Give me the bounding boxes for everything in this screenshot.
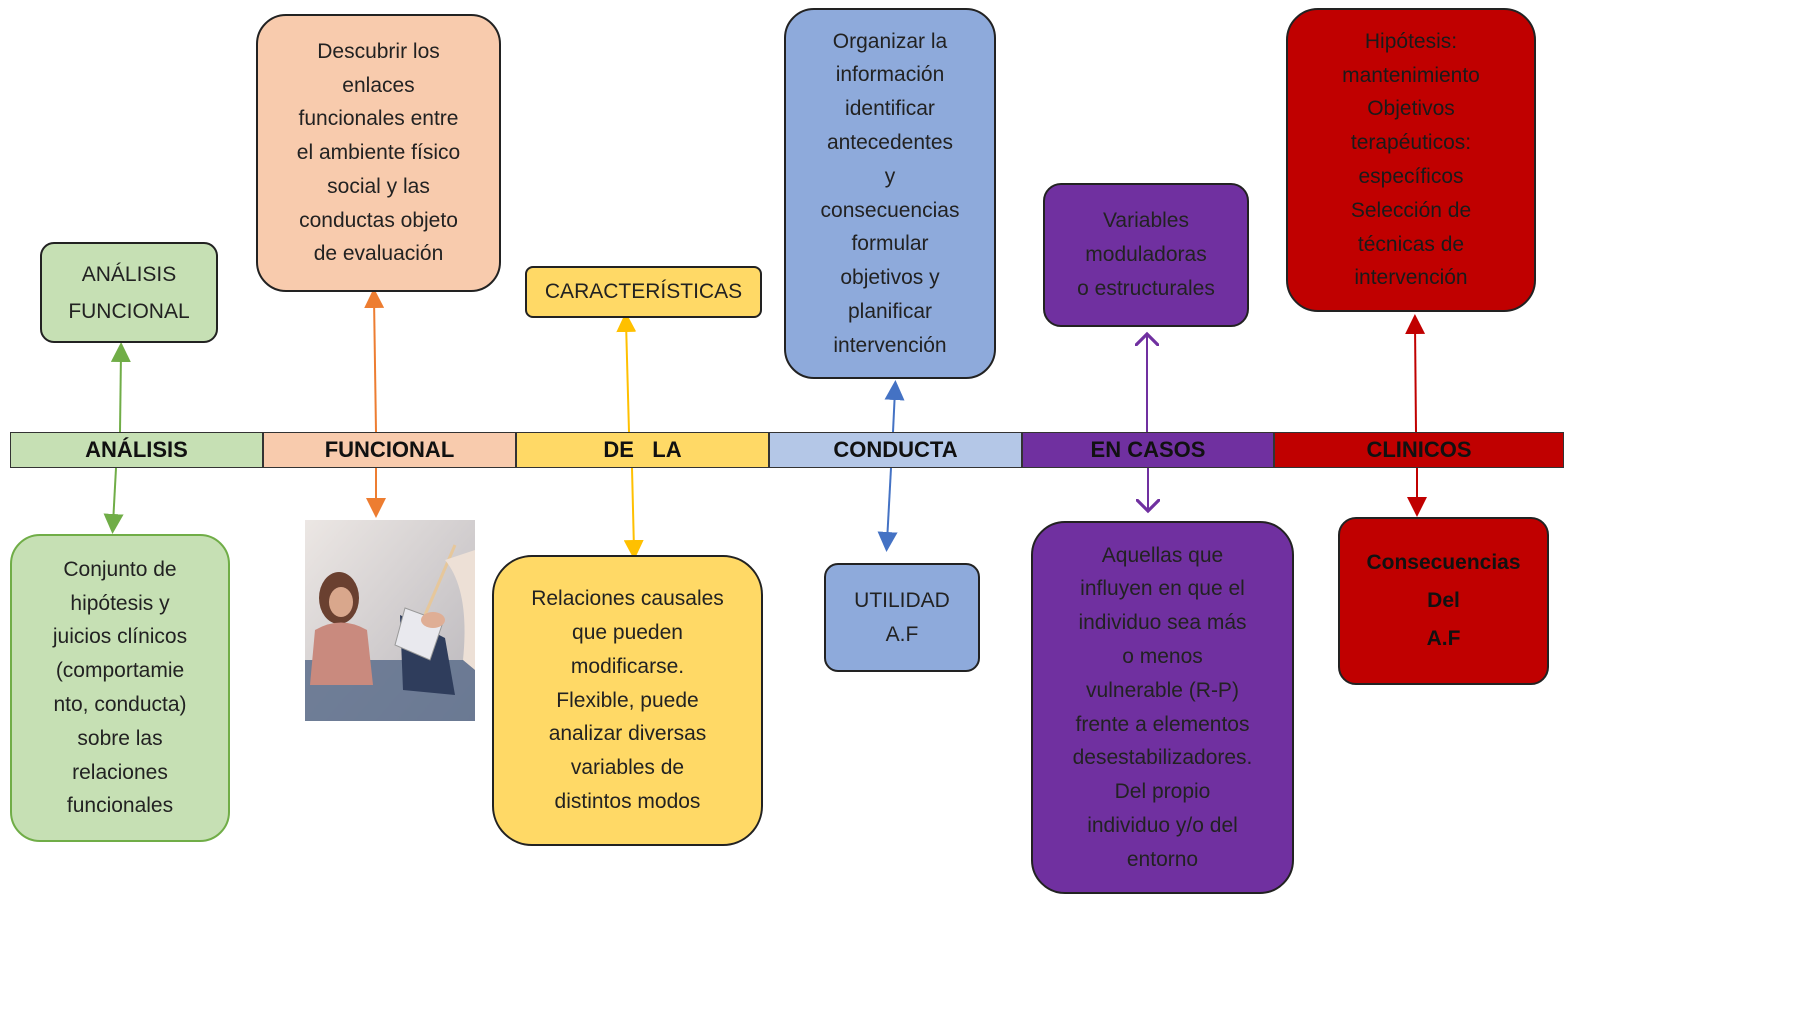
arrow-funcional-up bbox=[364, 288, 385, 433]
top-box-funcional: Descubrir los enlaces funcionales entre … bbox=[256, 14, 501, 292]
clinicos-line-2: Del bbox=[1427, 589, 1460, 612]
bottom-box-clinicos: Consecuencias Del A.F bbox=[1338, 517, 1549, 685]
timeline-segment-funcional: FUNCIONAL bbox=[263, 432, 516, 468]
clinicos-line-1: Consecuencias bbox=[1366, 551, 1521, 574]
bottom-box-utilidad: UTILIDAD A.F bbox=[824, 563, 980, 672]
therapy-session-photo bbox=[305, 520, 475, 721]
bottom-box-en-casos: Aquellas que influyen en que el individu… bbox=[1031, 521, 1294, 894]
timeline-segment-de-la: DE LA bbox=[516, 432, 769, 468]
arrow-analisis-up bbox=[110, 342, 131, 433]
timeline-segment-clinicos: CLINICOS bbox=[1274, 432, 1564, 468]
top-box-conducta: Organizar la información identificar ant… bbox=[784, 8, 996, 379]
arrow-dela-down bbox=[623, 467, 644, 560]
top-box-caracteristicas: CARACTERÍSTICAS bbox=[525, 266, 762, 318]
bottom-box-de-la: Relaciones causales que pueden modificar… bbox=[492, 555, 763, 846]
bottom-box-analisis: Conjunto de hipótesis y juicios clínicos… bbox=[10, 534, 230, 842]
arrow-conducta-down bbox=[877, 467, 898, 552]
top-box-analisis-funcional: ANÁLISIS FUNCIONAL bbox=[40, 242, 218, 343]
arrow-clinicos-up bbox=[1405, 314, 1426, 433]
top-box-clinicos: Hipótesis: mantenimiento Objetivos terap… bbox=[1286, 8, 1536, 312]
timeline-segment-conducta: CONDUCTA bbox=[769, 432, 1022, 468]
arrow-dela-up bbox=[616, 312, 637, 433]
top-box-en-casos: Variables moduladoras o estructurales bbox=[1043, 183, 1249, 327]
arrow-conducta-up bbox=[884, 380, 905, 433]
timeline-segment-en-casos: EN CASOS bbox=[1022, 432, 1274, 468]
clinicos-line-3: A.F bbox=[1426, 627, 1461, 650]
connector-arrows bbox=[103, 288, 1427, 560]
timeline-segment-analisis: ANÁLISIS bbox=[10, 432, 263, 468]
arrow-analisis-down bbox=[103, 467, 124, 534]
